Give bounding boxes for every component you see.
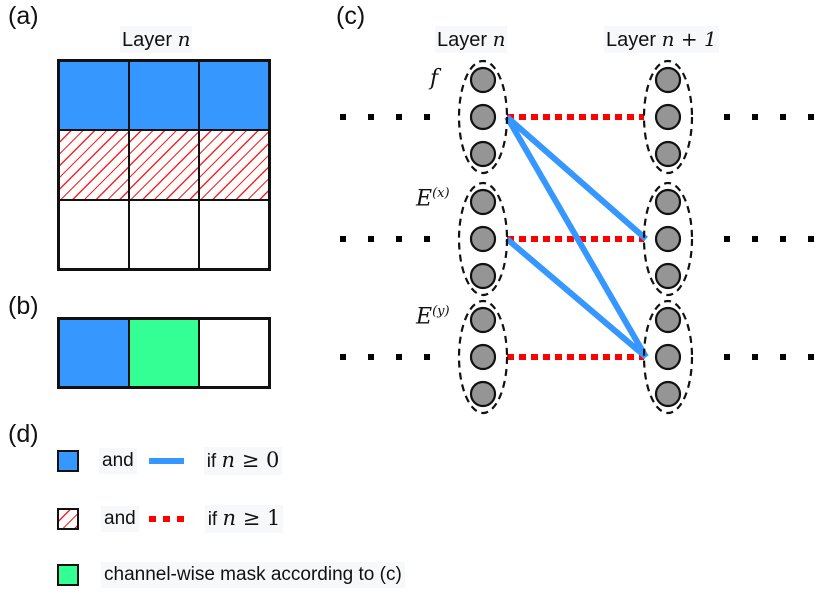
solid-blue-line-icon [148,458,184,464]
neuron-node [469,380,497,408]
panel-a-title-var: n [177,27,191,51]
group-label-f: f [430,66,438,91]
neuron-node [469,306,497,334]
panel-label-d: (d) [8,420,39,448]
right-group-ellipse-f [642,59,694,175]
grid-cell-empty [199,199,269,269]
neuron-node [469,343,497,371]
blue-link [505,236,648,360]
neuron-node [654,140,682,168]
mask-cell-empty [199,319,269,387]
legend-swatch-green [57,564,79,586]
blue-link [505,114,648,242]
group-label-ex-sup: (x) [432,186,450,201]
legend-cond-val: 0 [265,448,280,472]
left-group-ellipse-E-y [457,299,509,415]
legend-cond-op: ≥ [235,448,266,472]
layer-n-plus-1-title-var: n + 1 [661,27,717,51]
grid-cell-blue [199,61,269,131]
neuron-node [654,262,682,290]
panel-label-b: (b) [8,292,39,320]
legend-cond-var: n [221,448,236,472]
layer-n-title-text: Layer [437,29,493,51]
layer-n-plus-1-title: Layer n + 1 [604,26,719,53]
grid-cell-blue [129,61,199,131]
grid-cell-hatched [59,130,129,200]
neuron-node [469,103,497,131]
legend-cond-var: n [222,506,237,530]
layer-n-plus-1-title-text: Layer [606,29,662,51]
neuron-node [469,140,497,168]
legend-cond-val: 1 [266,506,281,530]
group-label-ex-text: E [416,186,433,212]
group-label-ey-sup: (y) [432,304,450,319]
legend-row-green: channel-wise mask according to (c) [57,562,405,588]
neuron-node [654,188,682,216]
legend-mask-text: channel-wise mask according to (c) [101,562,405,588]
grid-cell-empty [59,199,129,269]
mask-cell-blue [59,319,129,387]
layer-n-title-var: n [492,27,506,51]
panel-label-c: (c) [336,2,366,30]
legend-row-hatch: and if n ≥ 1 [57,505,284,533]
legend-row-blue: and if n ≥ 0 [57,447,283,475]
neuron-node [654,380,682,408]
neuron-node [469,225,497,253]
legend-swatch-blue [57,450,79,472]
left-group-ellipse-E-x [457,181,509,297]
grid-cell-hatched [199,130,269,200]
dotted-red-line-icon [148,516,185,522]
legend-condition-0: if n ≥ 0 [203,447,283,475]
neuron-node [654,103,682,131]
grid-cell-blue [59,61,129,131]
mask-grid [57,317,271,389]
group-label-ey: E(y) [416,304,450,329]
layer-n-title: Layer n [435,26,508,53]
neuron-node [469,188,497,216]
group-label-ey-text: E [416,304,433,330]
left-group-ellipse-f [457,59,509,175]
legend-cond-op: ≥ [236,506,267,530]
legend-and-text: and [99,448,137,474]
mask-cell-green [129,319,199,387]
blue-link [504,115,649,359]
group-label-f-text: f [430,66,439,91]
grid-cell-empty [129,199,199,269]
grid-cell-hatched [129,130,199,200]
panel-a-title: Layer n [120,26,193,53]
legend-swatch-hatched [57,508,79,530]
neuron-node [469,66,497,94]
right-group-ellipse-E-y [642,299,694,415]
legend-condition-1: if n ≥ 1 [204,505,284,533]
panel-label-a: (a) [8,2,39,30]
neuron-node [654,225,682,253]
neuron-node [654,343,682,371]
layer-grid [57,59,271,271]
neuron-node [654,306,682,334]
neuron-node [469,262,497,290]
group-label-ex: E(x) [416,186,450,211]
legend-and-text: and [101,506,139,532]
right-group-ellipse-E-x [642,181,694,297]
panel-a-title-text: Layer [122,29,178,51]
neuron-node [654,66,682,94]
legend-cond-text: if [207,509,223,530]
legend-cond-text: if [206,451,222,472]
